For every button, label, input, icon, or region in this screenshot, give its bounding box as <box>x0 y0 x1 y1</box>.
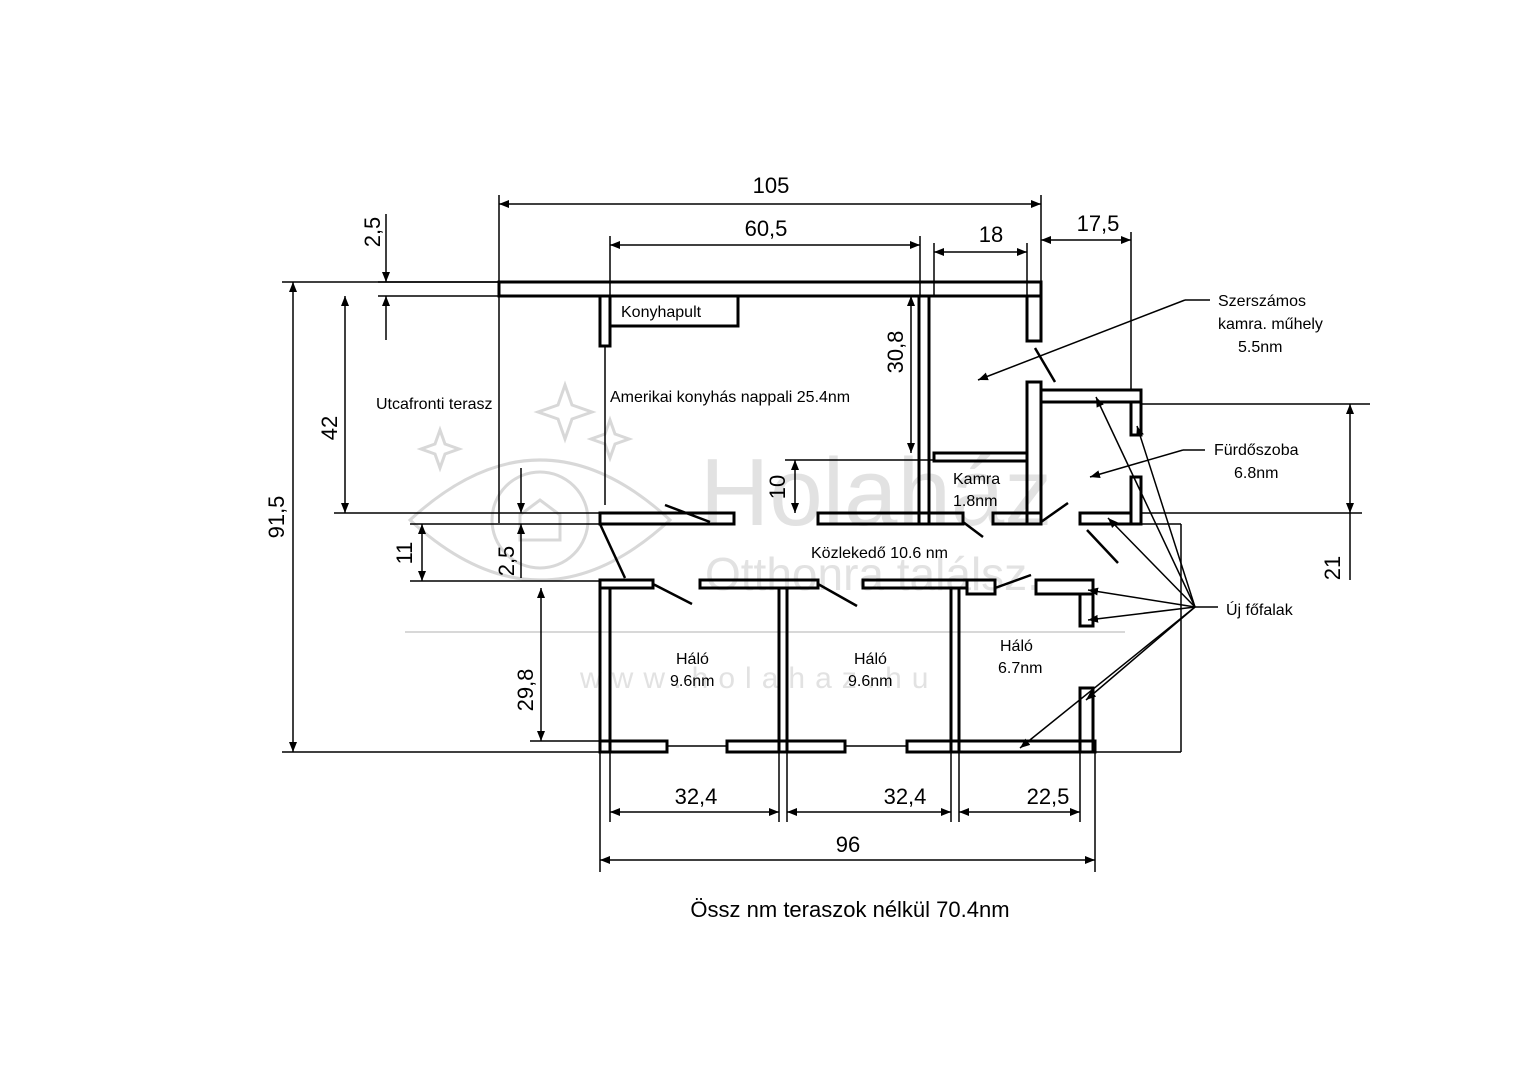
door-living <box>664 503 711 524</box>
door-terrace <box>598 523 627 579</box>
watermark-url: www.holahaz.hu <box>579 662 938 695</box>
annex-top-wall <box>1039 388 1143 404</box>
dim-10-label: 10 <box>765 475 790 499</box>
room-labels: Utcafronti terasz Amerikai konyhás nappa… <box>376 389 1042 690</box>
door-bedroom1 <box>652 582 693 606</box>
new-walls-leader-1 <box>1095 396 1196 608</box>
bedroom1-name-label: Háló <box>676 651 709 668</box>
door-corridor-right <box>1040 501 1069 524</box>
corridor-bottom-wall-5 <box>1034 578 1095 596</box>
door-pantry <box>962 521 984 538</box>
dim-225-label: 22,5 <box>1027 784 1070 809</box>
dim-915-label: 91,5 <box>264 496 289 539</box>
dim-25-top-label: 2,5 <box>360 217 385 248</box>
dim-105-label: 105 <box>753 173 790 198</box>
new-walls-leader-3 <box>1107 517 1196 608</box>
top-wall <box>497 280 1043 298</box>
holahaz-logo <box>407 380 673 582</box>
annex-right-lower <box>1129 475 1143 526</box>
corridor-top-wall-3 <box>991 511 1043 526</box>
corridor-top-wall-4 <box>1078 511 1133 526</box>
dim-96-label: 96 <box>836 832 860 857</box>
walls: Konyhapult <box>497 280 1370 754</box>
dim-324b-label: 32,4 <box>884 784 927 809</box>
workshop-callout-line1: Szerszámos <box>1218 293 1306 310</box>
bedroom3-name-label: Háló <box>1000 638 1033 655</box>
dim-605-label: 60,5 <box>745 216 788 241</box>
doors <box>598 347 1119 608</box>
bathroom-callout-line1: Fürdőszoba <box>1214 442 1299 459</box>
workshop-callout-line3: 5.5nm <box>1238 339 1282 356</box>
bathroom-callout-line2: 6.8nm <box>1234 465 1278 482</box>
bedroom3-area-label: 6.7nm <box>998 660 1042 677</box>
dim-308-label: 30,8 <box>883 331 908 374</box>
watermark-slogan: Otthonra találsz. <box>705 548 1040 600</box>
callouts: Szerszámos kamra. műhely 5.5nm Fürdőszob… <box>977 293 1323 749</box>
new-walls-leader-7 <box>1019 606 1196 749</box>
pantry-name-label: Kamra <box>953 471 1000 488</box>
dim-298-label: 29,8 <box>513 669 538 712</box>
dim-175-label: 17,5 <box>1077 211 1120 236</box>
workshop-leader <box>977 299 1186 381</box>
dimensions: 105 60,5 18 17,5 2,5 42 91,5 30,8 <box>264 173 1362 872</box>
dim-324a-label: 32,4 <box>675 784 718 809</box>
new-walls-leader-2 <box>1136 425 1196 608</box>
bathroom-leader <box>1089 449 1184 479</box>
dim-21-label: 21 <box>1320 556 1345 580</box>
workshop-callout-line2: kamra. műhely <box>1218 316 1323 333</box>
corridor-top-wall-2 <box>816 511 965 526</box>
door-workshop <box>1033 347 1057 383</box>
watermark: Holaház Otthonra találsz. www.holahaz.hu <box>405 380 1125 695</box>
dim-18-label: 18 <box>979 222 1003 247</box>
watermark-brand: Holaház <box>700 439 1052 546</box>
bedroom2-name-label: Háló <box>854 651 887 668</box>
kitchen-counter <box>608 294 740 328</box>
door-bedroom2 <box>817 582 858 608</box>
pantry-area-label: 1.8nm <box>953 493 997 510</box>
bedroom-divider-2 <box>949 586 961 754</box>
total-area-summary: Össz nm teraszok nélkül 70.4nm <box>690 897 1009 922</box>
new-walls-leader-4 <box>1087 587 1196 608</box>
corridor-top-wall-1 <box>598 511 736 526</box>
annex-right-upper <box>1129 400 1143 437</box>
dim-42-label: 42 <box>317 416 342 440</box>
dim-11-label: 11 <box>392 542 417 565</box>
new-walls-leader-5 <box>1087 606 1196 623</box>
bottom-wall-3 <box>905 739 1097 754</box>
corridor-label: Közlekedő 10.6 nm <box>811 545 948 562</box>
new-walls-callout: Új főfalak <box>1226 600 1294 619</box>
door-bedroom3 <box>994 573 1032 590</box>
bedroom2-area-label: 9.6nm <box>848 673 892 690</box>
door-bathroom <box>1086 529 1119 564</box>
bedroom3-right-upper <box>1078 592 1095 628</box>
living-label: Amerikai konyhás nappali 25.4nm <box>610 389 850 406</box>
pantry-top-wall <box>932 451 1029 463</box>
bedroom1-area-label: 9.6nm <box>670 673 714 690</box>
dim-25-small-label: 2,5 <box>494 546 519 577</box>
terrace-label: Utcafronti terasz <box>376 396 492 413</box>
kitchen-counter-label: Konyhapult <box>621 304 702 321</box>
workshop-right-wall <box>1025 294 1043 343</box>
